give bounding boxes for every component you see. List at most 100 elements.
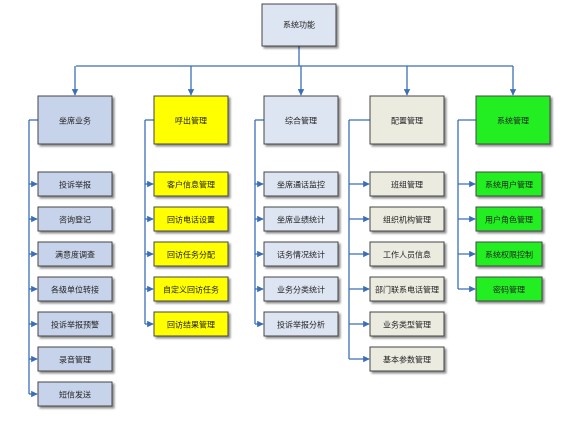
column-2-item-2[interactable]: 回访电话设置 <box>153 206 229 232</box>
item-label: 投诉举报 <box>59 180 91 190</box>
item-label: 系统权限控制 <box>485 250 533 260</box>
item-label: 坐席通话监控 <box>277 180 325 190</box>
column-3-item-3-box <box>263 241 339 267</box>
column-1-item-3-box <box>37 241 113 267</box>
column-1-item-6[interactable]: 录音管理 <box>37 346 113 372</box>
item-label: 回访结果管理 <box>167 320 215 330</box>
connectors <box>28 46 517 398</box>
column-1-item-5-box <box>37 311 113 337</box>
column-3-item-5-box <box>263 311 339 337</box>
column-2-item-5[interactable]: 回访结果管理 <box>153 311 229 337</box>
column-2-item-5-box <box>153 311 229 337</box>
item-label: 密码管理 <box>493 285 525 295</box>
column-1-item-4-box <box>37 276 113 302</box>
column-1-item-7[interactable]: 短信发送 <box>37 381 113 407</box>
column-1-item-1[interactable]: 投诉举报 <box>37 171 113 197</box>
column-4-item-3-box <box>369 241 445 267</box>
item-label: 用户角色管理 <box>485 215 533 225</box>
column-4-item-1[interactable]: 班组管理 <box>369 171 445 197</box>
column-header-2-box <box>153 95 229 145</box>
column-header-label: 配置管理 <box>391 116 423 126</box>
column-2-item-3[interactable]: 回访任务分配 <box>153 241 229 267</box>
column-5-item-2-box <box>475 206 543 232</box>
column-1-item-1-box <box>37 171 113 197</box>
item-label: 自定义回访任务 <box>163 285 219 295</box>
column-5-item-3[interactable]: 系统权限控制 <box>475 241 543 267</box>
column-header-label: 综合管理 <box>285 116 317 126</box>
column-1-item-3[interactable]: 满意度调查 <box>37 241 113 267</box>
column-header-1[interactable]: 坐席业务 <box>37 95 113 145</box>
column-1-item-5[interactable]: 投诉举报预警 <box>37 311 113 337</box>
item-label: 坐席业绩统计 <box>277 215 325 225</box>
column-4-item-4-box <box>369 276 445 302</box>
column-5-item-1-box <box>475 171 543 197</box>
column-header-3-box <box>263 95 339 145</box>
column-3-item-4[interactable]: 业务分类统计 <box>263 276 339 302</box>
column-3-item-2-box <box>263 206 339 232</box>
column-header-label: 坐席业务 <box>59 116 91 126</box>
item-label: 组织机构管理 <box>383 215 431 225</box>
nodes: 系统功能 坐席业务投诉举报咨询登记满意度调查各级单位转接投诉举报预警录音管理短信… <box>37 3 551 407</box>
item-label: 工作人员信息 <box>383 250 431 260</box>
column-3-item-4-box <box>263 276 339 302</box>
item-label: 各级单位转接 <box>51 285 99 295</box>
column-header-4-box <box>369 95 445 145</box>
column-3-item-1[interactable]: 坐席通话监控 <box>263 171 339 197</box>
column-2-item-4-box <box>153 276 229 302</box>
column-header-2[interactable]: 呼出管理 <box>153 95 229 145</box>
item-label: 客户信息管理 <box>167 180 215 190</box>
item-label: 投诉举报预警 <box>51 320 99 330</box>
column-5-item-1[interactable]: 系统用户管理 <box>475 171 543 197</box>
column-header-5-box <box>475 95 551 145</box>
column-3-item-3[interactable]: 话务情况统计 <box>263 241 339 267</box>
column-header-label: 呼出管理 <box>175 116 207 126</box>
column-1-item-4[interactable]: 各级单位转接 <box>37 276 113 302</box>
column-4-item-5-box <box>369 311 445 337</box>
root-node[interactable]: 系统功能 <box>261 3 337 47</box>
column-header-5[interactable]: 系统管理 <box>475 95 551 145</box>
column-4-item-4[interactable]: 部门联系电话管理 <box>369 276 445 302</box>
item-label: 系统用户管理 <box>485 180 533 190</box>
column-5-item-4[interactable]: 密码管理 <box>475 276 543 302</box>
column-2-item-1-box <box>153 171 229 197</box>
item-label: 回访任务分配 <box>167 250 215 260</box>
item-label: 回访电话设置 <box>167 215 215 225</box>
column-3-item-1-box <box>263 171 339 197</box>
item-label: 部门联系电话管理 <box>375 285 439 295</box>
column-5-item-4-box <box>475 276 543 302</box>
item-label: 业务类型管理 <box>383 320 431 330</box>
item-label: 话务情况统计 <box>277 250 325 260</box>
column-2-item-1[interactable]: 客户信息管理 <box>153 171 229 197</box>
column-header-4[interactable]: 配置管理 <box>369 95 445 145</box>
column-header-1-box <box>37 95 113 145</box>
column-4-item-3[interactable]: 工作人员信息 <box>369 241 445 267</box>
column-5-item-2[interactable]: 用户角色管理 <box>475 206 543 232</box>
column-4-item-6-box <box>369 346 445 372</box>
item-label: 录音管理 <box>59 355 91 365</box>
column-header-label: 系统管理 <box>497 116 529 126</box>
column-5-item-3-box <box>475 241 543 267</box>
column-2-item-2-box <box>153 206 229 232</box>
column-3-item-5[interactable]: 投诉举报分析 <box>263 311 339 337</box>
item-label: 咨询登记 <box>59 215 91 225</box>
column-4-item-5[interactable]: 业务类型管理 <box>369 311 445 337</box>
root-label: 系统功能 <box>283 20 315 30</box>
column-header-3[interactable]: 综合管理 <box>263 95 339 145</box>
column-4-item-2[interactable]: 组织机构管理 <box>369 206 445 232</box>
item-label: 班组管理 <box>391 180 423 190</box>
column-3-item-2[interactable]: 坐席业绩统计 <box>263 206 339 232</box>
item-label: 满意度调查 <box>55 250 95 260</box>
column-1-item-2[interactable]: 咨询登记 <box>37 206 113 232</box>
column-4-item-2-box <box>369 206 445 232</box>
item-label: 短信发送 <box>59 390 91 400</box>
item-label: 投诉举报分析 <box>277 320 325 330</box>
column-1-item-2-box <box>37 206 113 232</box>
column-2-item-3-box <box>153 241 229 267</box>
column-1-item-7-box <box>37 381 113 407</box>
column-1-item-6-box <box>37 346 113 372</box>
column-2-item-4[interactable]: 自定义回访任务 <box>153 276 229 302</box>
column-4-item-1-box <box>369 171 445 197</box>
item-label: 基本参数管理 <box>383 355 431 365</box>
column-4-item-6[interactable]: 基本参数管理 <box>369 346 445 372</box>
